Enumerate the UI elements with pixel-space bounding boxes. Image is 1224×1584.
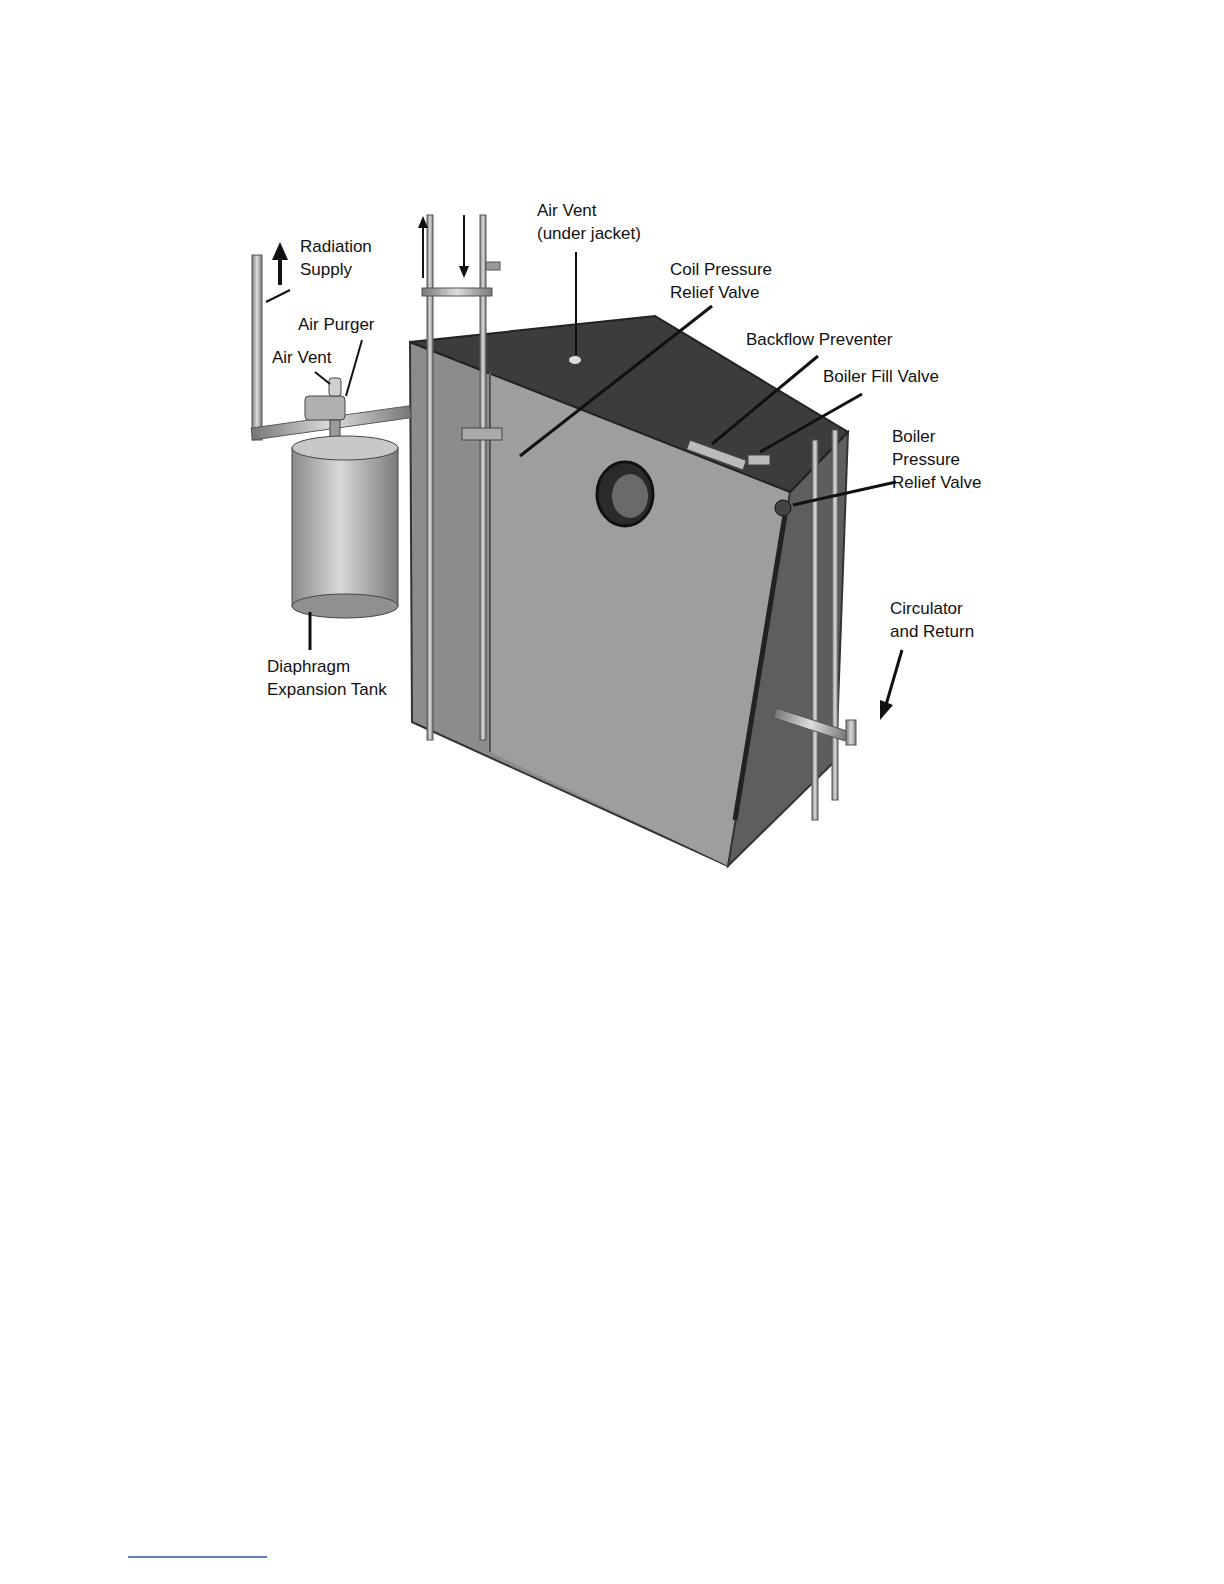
coil-valve xyxy=(486,262,500,270)
return-pipe xyxy=(846,720,856,745)
callout-label: Air Vent (under jacket) xyxy=(537,199,647,245)
air-purger xyxy=(305,396,345,420)
air-vent xyxy=(329,378,341,396)
callout-label: Air Vent xyxy=(272,346,338,369)
arrow-head xyxy=(880,700,893,720)
drain-pipe xyxy=(735,515,785,820)
callout-label: Radiation Supply xyxy=(300,235,378,281)
arrow-head xyxy=(418,216,428,228)
tank-bottom xyxy=(292,594,398,618)
expansion-tank xyxy=(292,448,398,606)
leader-line xyxy=(315,372,330,384)
callout-label: Diaphragm Expansion Tank xyxy=(267,655,394,701)
callout-label: Air Purger xyxy=(298,313,381,336)
supply-pipe xyxy=(252,255,262,440)
flue-inner xyxy=(612,474,648,518)
leader-line xyxy=(266,290,290,302)
leader-line xyxy=(309,612,312,650)
arrow-head xyxy=(272,242,288,260)
flow-arrow xyxy=(278,258,282,285)
flow-arrow xyxy=(422,225,424,278)
callout-label: Coil Pressure Relief Valve xyxy=(670,258,779,304)
backflow-valve xyxy=(687,440,747,470)
tank-top xyxy=(292,436,398,460)
top-vent xyxy=(569,356,581,364)
flue-outlet xyxy=(597,462,653,526)
right-pipe xyxy=(832,430,838,800)
flow-arrow xyxy=(463,215,465,268)
arrow-head xyxy=(459,266,469,278)
callout-label: Circulator and Return xyxy=(890,597,981,643)
right-pipe xyxy=(812,440,818,820)
callout-label: Backflow Preventer xyxy=(746,328,899,351)
footnote-rule xyxy=(128,1556,267,1558)
fill-valve xyxy=(748,455,770,465)
coil-relief-valve xyxy=(462,428,502,440)
callout-label: Boiler Pressure Relief Valve xyxy=(892,425,988,494)
leader-line xyxy=(575,252,577,355)
leader-line xyxy=(346,340,362,396)
leader-line xyxy=(712,356,818,444)
return-pipe xyxy=(773,708,847,741)
coil-tee xyxy=(422,288,492,296)
flow-arrow xyxy=(886,650,902,705)
leader-line xyxy=(520,306,712,456)
boiler-relief-valve xyxy=(775,500,791,516)
leader-line xyxy=(760,394,862,452)
callout-label: Boiler Fill Valve xyxy=(823,365,945,388)
leader-line xyxy=(793,482,896,505)
